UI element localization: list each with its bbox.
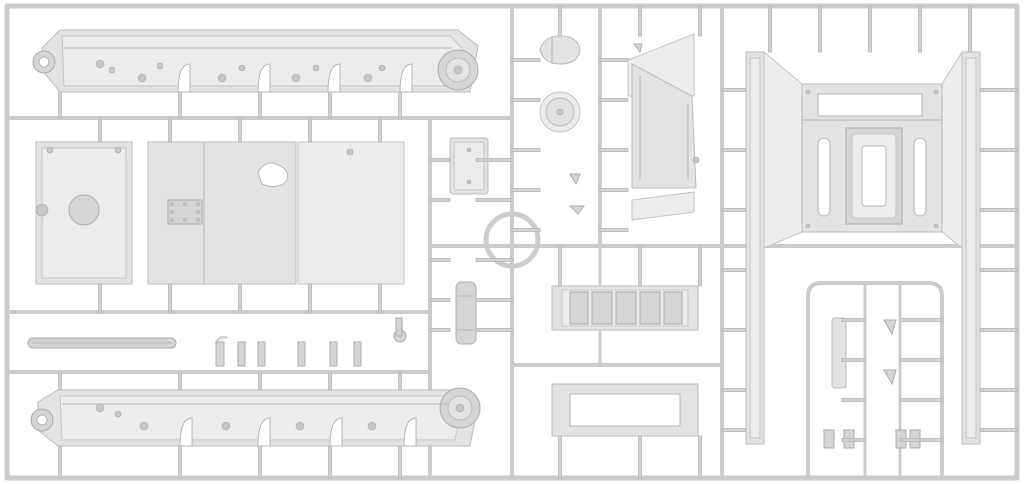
top-track-strip	[32, 29, 479, 93]
gate-stub	[918, 5, 922, 53]
gate-stub	[58, 445, 62, 479]
gate-stub	[721, 268, 747, 272]
gate-stub	[258, 371, 262, 391]
gate-stub	[475, 258, 513, 262]
gate-stub	[258, 445, 262, 479]
gate-stub	[178, 371, 182, 391]
gate-stub	[841, 358, 866, 362]
gate-stub	[768, 5, 772, 53]
open-box-bottom	[551, 383, 699, 437]
gate-stub	[899, 438, 943, 442]
gate-stub	[178, 445, 182, 479]
gate-stub	[599, 228, 629, 232]
gate-stub	[58, 91, 62, 119]
gate-stub	[475, 158, 513, 162]
gate-stub	[378, 283, 382, 313]
gate-stub	[475, 328, 513, 332]
gate-stub	[429, 298, 451, 302]
gate-stub	[511, 228, 541, 232]
gate-stub	[511, 188, 541, 192]
gate-stub	[841, 398, 866, 402]
gate-stub	[638, 245, 642, 287]
gate-stub	[168, 283, 172, 313]
hull-plates	[35, 141, 405, 285]
gate-stub	[308, 117, 312, 143]
gate-stub	[328, 445, 332, 479]
gate-stub	[429, 158, 451, 162]
gate-stub	[58, 371, 62, 391]
brace-parts	[627, 33, 700, 221]
gate-stub	[511, 98, 541, 102]
gate-stub	[698, 245, 702, 287]
gate-stub	[429, 328, 451, 332]
gate-stub	[328, 91, 332, 119]
gate-stub	[979, 388, 1018, 392]
gate-stub	[398, 371, 402, 391]
gate-stub	[599, 58, 629, 62]
gate-stub	[979, 208, 1018, 212]
gate-stub	[721, 88, 747, 92]
gate-stub	[398, 91, 402, 119]
gate-stub	[599, 148, 629, 152]
gate-stub	[721, 388, 747, 392]
gate-stub	[638, 5, 642, 37]
gate-stub	[698, 435, 702, 479]
gate-stub	[475, 298, 513, 302]
bottom-track-strip	[30, 387, 481, 447]
gate-stub	[558, 5, 562, 37]
gate-stub	[168, 117, 172, 143]
gate-stub	[721, 428, 747, 432]
gate-stub	[868, 5, 872, 53]
gate-stub	[378, 117, 382, 143]
gate-stub	[979, 328, 1018, 332]
gate-stub	[328, 371, 332, 391]
gate-stub	[511, 148, 541, 152]
gate-stub	[599, 188, 629, 192]
gate-stub	[979, 88, 1018, 92]
small-parts-row	[215, 317, 407, 367]
gate-stub	[98, 283, 102, 313]
gate-stub	[638, 435, 642, 479]
gate-stub	[698, 5, 702, 37]
gate-stub	[475, 198, 513, 202]
gate-stub	[238, 283, 242, 313]
gate-stub	[511, 58, 541, 62]
gate-stub	[558, 245, 562, 287]
gate-stub	[979, 268, 1018, 272]
gate-stub	[818, 5, 822, 53]
gate-stub	[558, 435, 562, 479]
gate-stub	[398, 445, 402, 479]
roller-cylinder	[455, 281, 477, 345]
gate-stub	[899, 398, 943, 402]
gate-stub	[721, 208, 747, 212]
gate-stub	[258, 91, 262, 119]
gate-stub	[429, 198, 451, 202]
right-small-parts	[823, 317, 921, 449]
gate-stub	[98, 117, 102, 143]
gate-stub	[968, 5, 972, 53]
small-plate	[449, 137, 489, 195]
gate-stub	[979, 428, 1018, 432]
grille-box-top	[551, 285, 699, 331]
gate-stub	[721, 328, 747, 332]
gate-stub	[429, 258, 451, 262]
sprue-gates	[58, 5, 1018, 479]
gate-stub	[238, 117, 242, 143]
gate-stub	[841, 438, 866, 442]
gate-stub	[178, 91, 182, 119]
gate-stub	[899, 318, 943, 322]
gate-stub	[899, 358, 943, 362]
round-discs	[539, 35, 581, 133]
long-rod	[27, 337, 177, 349]
gate-stub	[308, 283, 312, 313]
gate-stub	[721, 148, 747, 152]
gate-stub	[599, 98, 629, 102]
gate-stub	[841, 318, 866, 322]
gate-stub	[979, 148, 1018, 152]
small-hinges	[568, 43, 643, 215]
big-frame-panel	[745, 50, 981, 445]
